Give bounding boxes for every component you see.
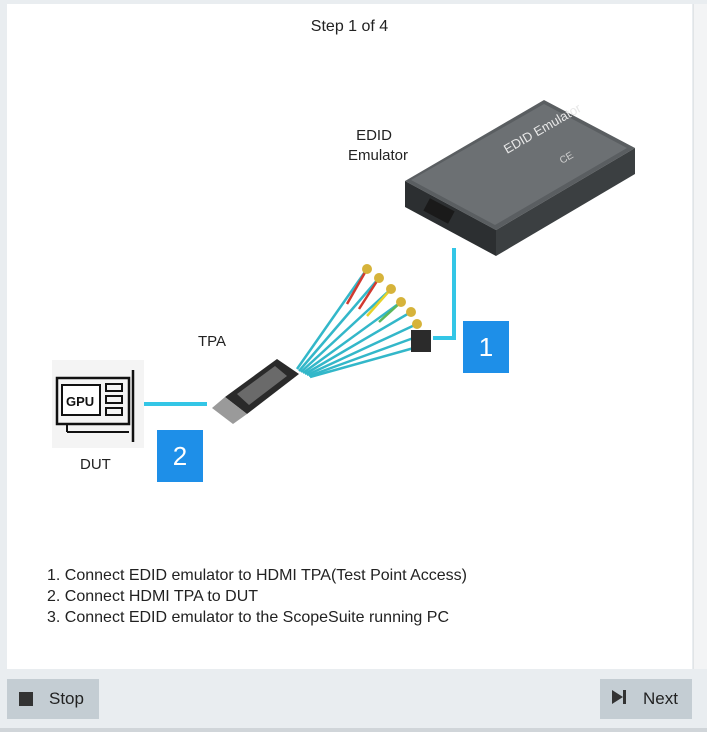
ribbon-connector <box>411 330 431 352</box>
dut-label: DUT <box>80 456 111 473</box>
step-title: Step 1 of 4 <box>310 18 389 35</box>
scrollbar-track[interactable] <box>693 4 707 669</box>
window-bottom-edge <box>0 728 707 732</box>
wizard-content: Step 1 of 4 EDID Emulator CE <box>7 4 692 669</box>
edid-emulator-device: EDID Emulator CE <box>405 100 635 256</box>
stop-icon <box>19 692 33 706</box>
tpa-cable-fanout <box>295 268 422 379</box>
stop-button[interactable]: Stop <box>7 679 99 719</box>
step-badge-1: 1 <box>463 321 509 373</box>
stop-button-label: Stop <box>49 689 84 708</box>
instruction-item: 3. Connect EDID emulator to the ScopeSui… <box>47 609 449 626</box>
next-button-label: Next <box>643 689 678 708</box>
tpa-device <box>212 359 299 424</box>
next-button[interactable]: Next <box>600 679 692 719</box>
emulator-label-line2: Emulator <box>348 147 409 164</box>
tpa-label: TPA <box>198 333 227 350</box>
sma-connectors <box>362 264 422 329</box>
step-badge-2: 2 <box>157 430 203 482</box>
emulator-label: EDID Emulator <box>348 126 409 166</box>
instruction-item: 2. Connect HDMI TPA to DUT <box>47 588 259 605</box>
cable-emulator-to-tpa <box>433 248 456 340</box>
gpu-text: GPU <box>66 394 94 409</box>
instruction-item: 1. Connect EDID emulator to HDMI TPA(Tes… <box>47 567 467 584</box>
emulator-label-line1: EDID <box>356 127 392 144</box>
skip-next-icon <box>611 689 627 710</box>
instruction-list: 1. Connect EDID emulator to HDMI TPA(Tes… <box>47 565 467 628</box>
connection-diagram: EDID Emulator CE <box>52 100 635 448</box>
wizard-button-bar: Stop Next <box>0 669 707 732</box>
dut-gpu-card: GPU <box>52 360 144 448</box>
